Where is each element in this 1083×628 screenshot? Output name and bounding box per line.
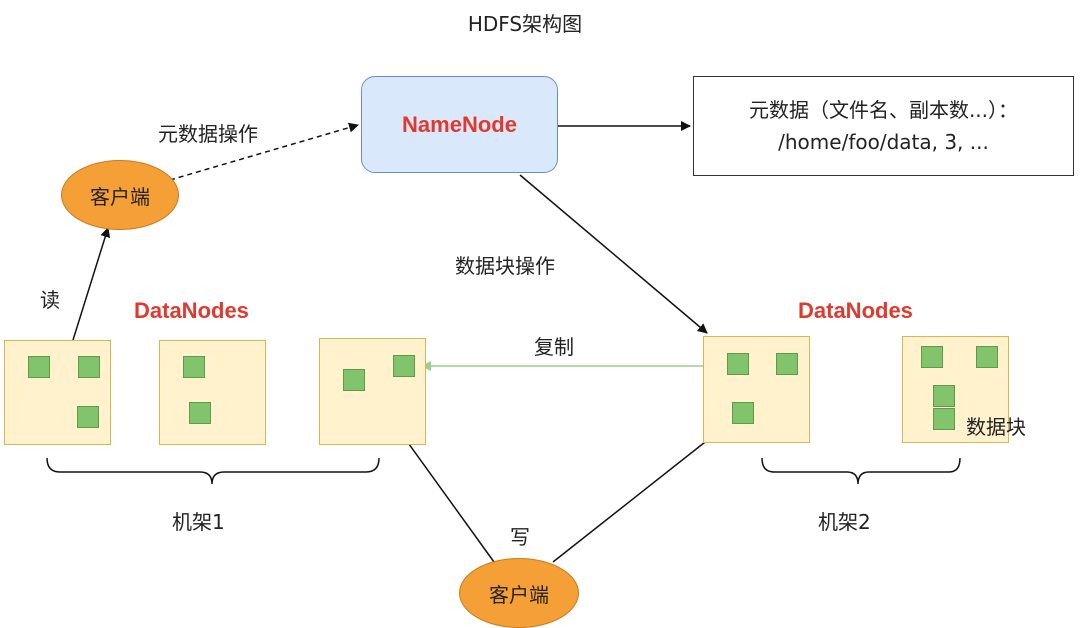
rack2-brace xyxy=(761,457,961,485)
read-arrow xyxy=(72,227,111,341)
diagram-title: HDFS架构图 xyxy=(467,12,583,36)
read-label: 读 xyxy=(40,288,60,312)
datanodes-left-label: DataNodes xyxy=(134,298,249,323)
datanodes-right-label: DataNodes xyxy=(798,298,913,323)
datanode-rack1-1 xyxy=(4,340,111,445)
data-block xyxy=(77,406,99,428)
replicate-label: 复制 xyxy=(534,335,574,359)
metadata-line1: 元数据（文件名、副本数...）： xyxy=(748,98,1019,122)
data-block xyxy=(78,356,100,378)
datanode-rack2-1 xyxy=(703,336,810,443)
block-ops-arrow xyxy=(519,174,708,334)
namenode-box: NameNode xyxy=(361,76,558,173)
write-label: 写 xyxy=(510,525,530,549)
client-top: 客户端 xyxy=(61,160,179,230)
rack1-brace xyxy=(46,457,380,485)
write-arrow-rack2 xyxy=(552,419,734,563)
data-block xyxy=(727,353,749,375)
datanode-rack1-3 xyxy=(319,338,426,445)
data-block xyxy=(732,402,754,424)
data-block xyxy=(189,402,211,424)
metadata-line2: /home/foo/data, 3, ... xyxy=(778,130,989,154)
metadata-box: 元数据（文件名、副本数...）： /home/foo/data, 3, ... xyxy=(693,76,1074,176)
data-block xyxy=(921,346,943,368)
rack1-label: 机架1 xyxy=(172,510,225,534)
data-block xyxy=(393,355,415,377)
data-block xyxy=(933,408,955,430)
metadata-ops-label: 元数据操作 xyxy=(158,122,258,146)
client-bottom: 客户端 xyxy=(459,558,579,628)
datanode-rack2-2 xyxy=(902,336,1009,443)
data-block-label: 数据块 xyxy=(966,415,1026,439)
data-block xyxy=(183,356,205,378)
data-block xyxy=(28,356,50,378)
data-block xyxy=(776,353,798,375)
metadata-ops-arrow xyxy=(169,122,359,181)
datanode-rack1-2 xyxy=(159,340,266,445)
data-block xyxy=(343,369,365,391)
rack2-label: 机架2 xyxy=(818,510,871,534)
block-ops-label: 数据块操作 xyxy=(455,254,555,278)
data-block xyxy=(976,346,998,368)
data-block xyxy=(933,385,955,407)
